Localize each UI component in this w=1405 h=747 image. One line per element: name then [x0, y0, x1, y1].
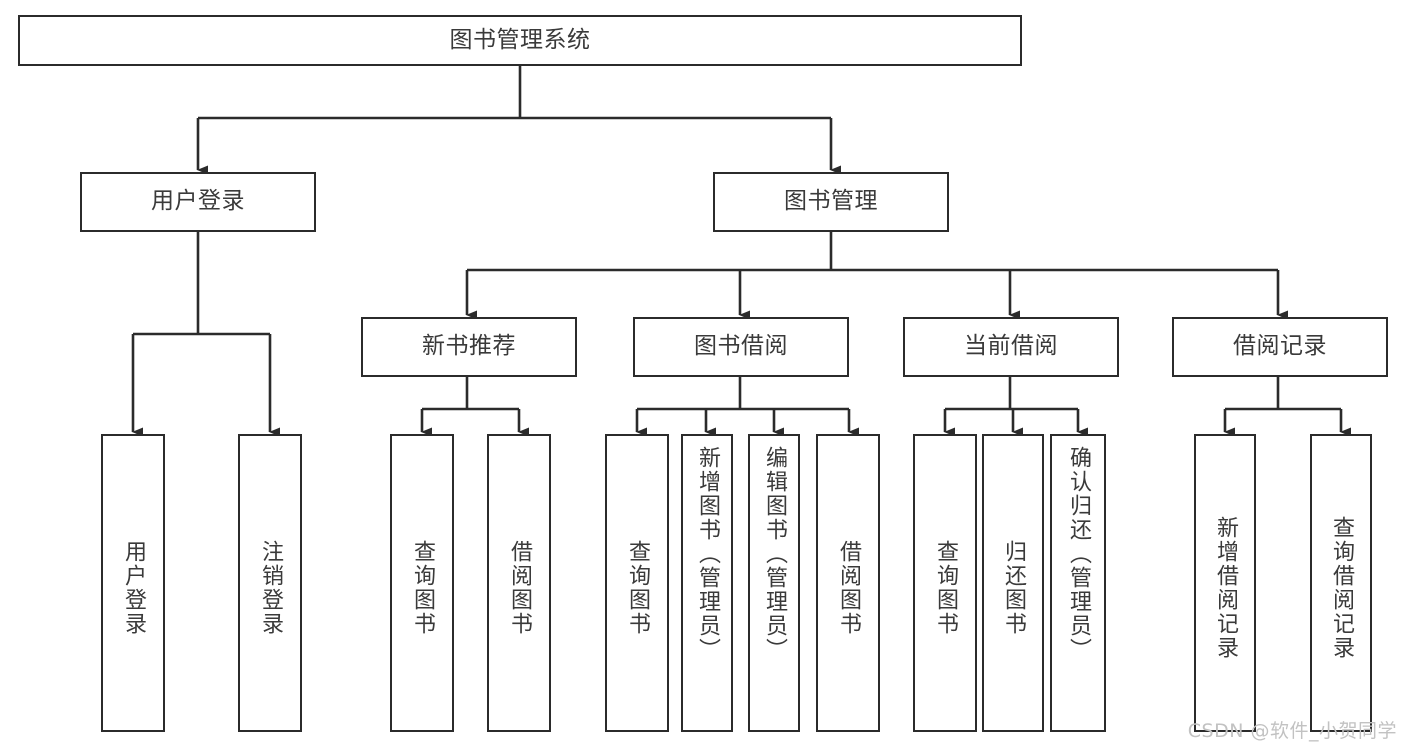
node-current-borrow-label: 当前借阅: [964, 333, 1058, 360]
node-leaf-newbook-query-book[interactable]: 查询图书: [390, 434, 454, 732]
node-leaf-label: 新增借阅记录: [1212, 516, 1238, 660]
node-leaf-label: 新增图书（管理员）: [694, 446, 720, 662]
node-borrow-record-label: 借阅记录: [1233, 333, 1327, 360]
node-leaf-current-confirm-return[interactable]: 确认归还（管理员）: [1050, 434, 1106, 732]
node-leaf-user-logout[interactable]: 注销登录: [238, 434, 302, 732]
node-current-borrow[interactable]: 当前借阅: [903, 317, 1119, 377]
node-leaf-borrow-query-book[interactable]: 查询图书: [605, 434, 669, 732]
node-leaf-borrow-edit-book[interactable]: 编辑图书（管理员）: [748, 434, 800, 732]
node-leaf-label: 查询图书: [624, 540, 650, 636]
node-user-login-label: 用户登录: [151, 188, 245, 215]
node-root[interactable]: 图书管理系统: [18, 15, 1022, 66]
node-leaf-label: 查询图书: [409, 540, 435, 636]
node-leaf-label: 编辑图书（管理员）: [761, 446, 787, 662]
node-leaf-record-query-record[interactable]: 查询借阅记录: [1310, 434, 1372, 732]
node-leaf-user-login-query[interactable]: 用户登录: [101, 434, 165, 732]
node-leaf-label: 借阅图书: [506, 540, 532, 636]
node-borrow-record[interactable]: 借阅记录: [1172, 317, 1388, 377]
node-book-borrow[interactable]: 图书借阅: [633, 317, 849, 377]
node-leaf-borrow-add-book[interactable]: 新增图书（管理员）: [681, 434, 733, 732]
node-root-label: 图书管理系统: [449, 26, 591, 53]
node-leaf-label: 归还图书: [1000, 540, 1026, 636]
node-leaf-label: 确认归还（管理员）: [1065, 446, 1091, 662]
node-leaf-label: 注销登录: [257, 540, 283, 636]
node-leaf-newbook-borrow-book[interactable]: 借阅图书: [487, 434, 551, 732]
node-book-management[interactable]: 图书管理: [713, 172, 949, 232]
node-leaf-current-query-book[interactable]: 查询图书: [913, 434, 977, 732]
node-leaf-label: 借阅图书: [835, 540, 861, 636]
node-new-book-recommend[interactable]: 新书推荐: [361, 317, 577, 377]
node-book-management-label: 图书管理: [784, 188, 878, 215]
node-leaf-label: 用户登录: [120, 540, 146, 636]
node-book-borrow-label: 图书借阅: [694, 333, 788, 360]
node-leaf-current-return-book[interactable]: 归还图书: [982, 434, 1044, 732]
node-leaf-borrow-borrow-book[interactable]: 借阅图书: [816, 434, 880, 732]
node-leaf-record-add-record[interactable]: 新增借阅记录: [1194, 434, 1256, 732]
csdn-watermark: CSDN @软件_小贺同学: [1187, 720, 1397, 742]
node-new-book-recommend-label: 新书推荐: [422, 333, 516, 360]
node-user-login[interactable]: 用户登录: [80, 172, 316, 232]
node-leaf-label: 查询图书: [932, 540, 958, 636]
node-leaf-label: 查询借阅记录: [1328, 516, 1354, 660]
